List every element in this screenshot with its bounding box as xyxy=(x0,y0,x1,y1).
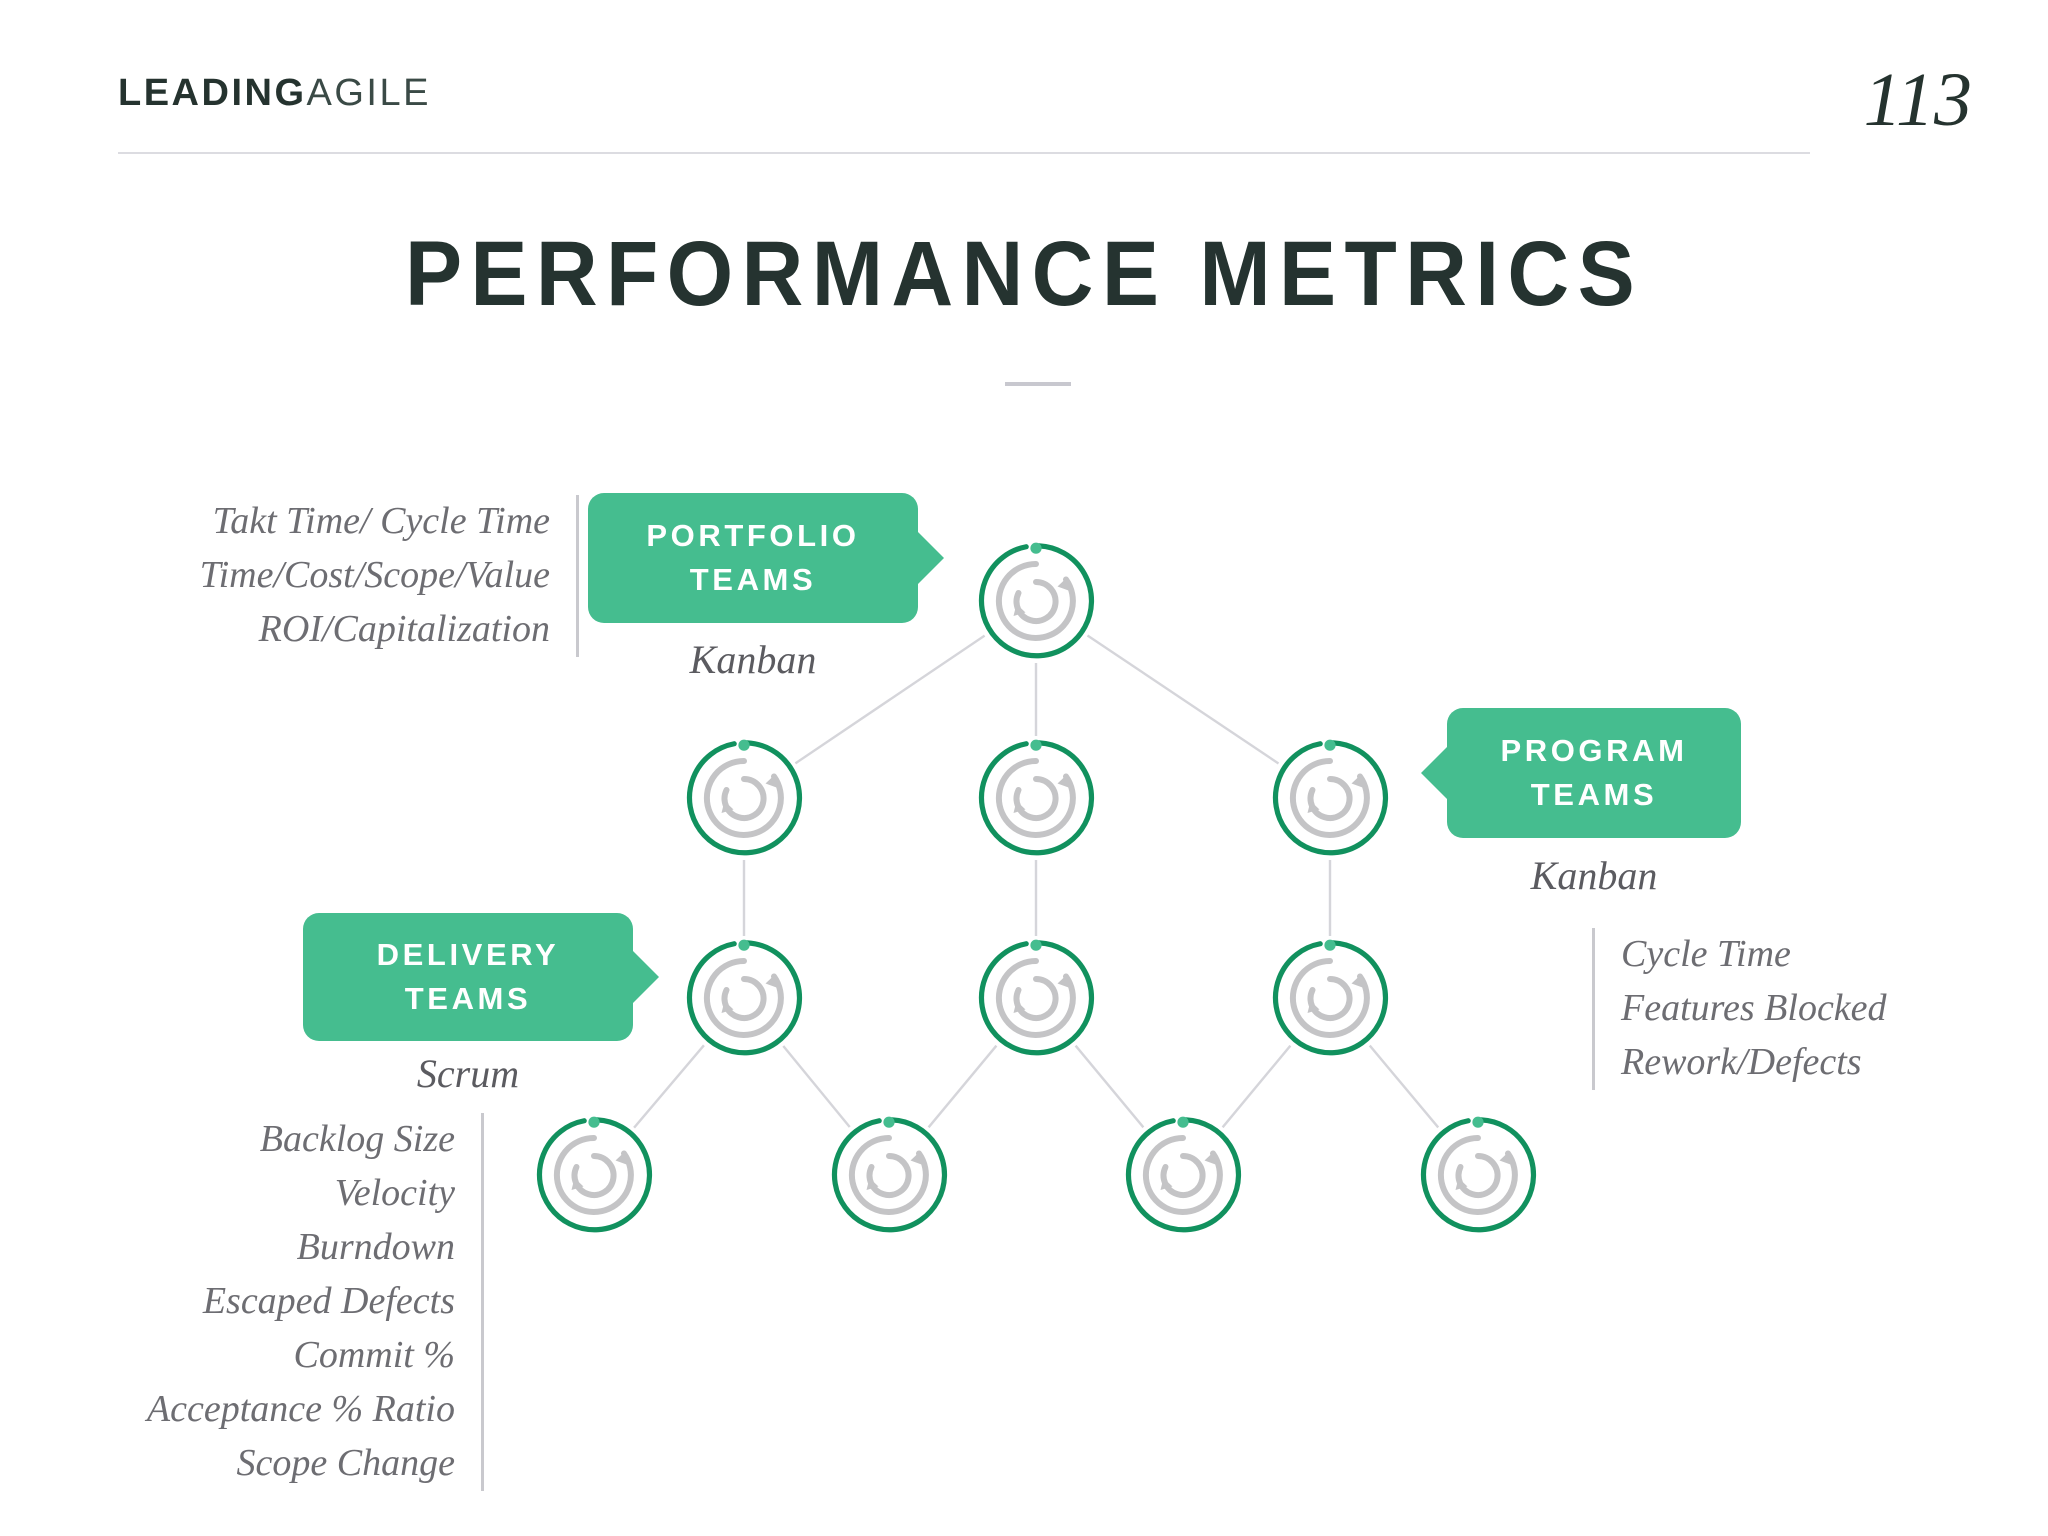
callout-portfolio-line2: TEAMS xyxy=(689,562,817,597)
team-node-cycle-icon[interactable] xyxy=(685,739,803,857)
callout-portfolio-teams[interactable]: PORTFOLIO TEAMS xyxy=(588,493,944,623)
cycle-icon xyxy=(536,1116,653,1233)
metric-item: Features Blocked xyxy=(1621,986,1887,1029)
metric-item: Cycle Time xyxy=(1621,933,1791,975)
team-node-cycle-icon[interactable] xyxy=(1271,739,1389,857)
connector-line xyxy=(927,1044,998,1129)
metric-item: Scope Change xyxy=(236,1441,455,1484)
team-node-cycle-icon[interactable] xyxy=(535,1116,653,1234)
metric-list-portfolio: Takt Time/ Cycle Time Time/Cost/Scope/Va… xyxy=(100,495,579,657)
metric-item: Burndown xyxy=(296,1225,455,1268)
page-number: 113 xyxy=(1863,58,1972,142)
cycle-icon xyxy=(978,542,1095,659)
cycle-icon xyxy=(1420,1116,1537,1233)
team-node-cycle-icon[interactable] xyxy=(1419,1116,1537,1234)
logo-light-text: AGILE xyxy=(306,72,431,114)
connector-line xyxy=(1221,1044,1292,1129)
callout-delivery-line2: TEAMS xyxy=(404,981,532,1016)
connector-line xyxy=(1368,1044,1440,1129)
connector-line xyxy=(633,1044,705,1129)
team-node-cycle-icon[interactable] xyxy=(977,739,1095,857)
cycle-icon xyxy=(686,739,803,856)
metric-list-delivery: Backlog Size Velocity Burndown Escaped D… xyxy=(80,1113,484,1491)
callout-tail-right-icon xyxy=(632,950,659,1004)
method-label-delivery: Scrum xyxy=(416,1051,520,1096)
connector-line xyxy=(1074,1044,1145,1129)
metric-item: ROI/Capitalization xyxy=(258,607,550,650)
cycle-icon xyxy=(978,739,1095,856)
metric-item: Rework/Defects xyxy=(1621,1040,1862,1083)
team-node-cycle-icon[interactable] xyxy=(977,939,1095,1057)
callout-program-line2: TEAMS xyxy=(1530,777,1658,812)
callout-tail-right-icon xyxy=(917,531,944,585)
cycle-icon xyxy=(978,939,1095,1056)
leadingagile-logo: LEADINGAGILE xyxy=(118,72,431,115)
team-node-cycle-icon[interactable] xyxy=(830,1116,948,1234)
metric-item: Velocity xyxy=(334,1171,455,1214)
team-node-cycle-icon[interactable] xyxy=(1124,1116,1242,1234)
metric-item: Acceptance % Ratio xyxy=(146,1387,455,1430)
team-node-cycle-icon[interactable] xyxy=(685,939,803,1057)
callout-program-line1: PROGRAM xyxy=(1500,732,1688,768)
team-node-cycle-icon[interactable] xyxy=(1271,939,1389,1057)
title-underline-rule xyxy=(1005,382,1071,386)
page-header: LEADINGAGILE 113 xyxy=(0,0,2048,160)
connector-line xyxy=(782,1045,851,1128)
method-label-program: Kanban xyxy=(1530,853,1658,898)
callout-tail-left-icon xyxy=(1421,746,1448,800)
callout-delivery-teams[interactable]: DELIVERY TEAMS xyxy=(303,913,659,1041)
connector-line xyxy=(794,634,986,765)
metric-item: Time/Cost/Scope/Value xyxy=(199,553,550,596)
header-divider xyxy=(118,152,1810,154)
cycle-icon xyxy=(686,939,803,1056)
metric-item: Backlog Size xyxy=(259,1118,455,1160)
cycle-icon xyxy=(831,1116,948,1233)
connector-line xyxy=(1086,634,1280,765)
metric-item: Takt Time/ Cycle Time xyxy=(212,500,550,542)
metric-item: Commit % xyxy=(293,1333,456,1376)
method-label-portfolio: Kanban xyxy=(689,637,817,682)
logo-bold-text: LEADING xyxy=(118,72,307,114)
team-node-cycle-icon[interactable] xyxy=(977,542,1095,660)
callout-program-teams[interactable]: PROGRAM TEAMS xyxy=(1421,708,1741,838)
cycle-icon xyxy=(1272,739,1389,856)
metric-list-program: Cycle Time Features Blocked Rework/Defec… xyxy=(1592,928,1981,1090)
callout-portfolio-line1: PORTFOLIO xyxy=(646,517,860,553)
metric-item: Escaped Defects xyxy=(202,1279,455,1322)
page-title: PERFORMANCE METRICS xyxy=(404,223,1644,325)
cycle-icon xyxy=(1272,939,1389,1056)
callout-delivery-line1: DELIVERY xyxy=(376,936,560,972)
cycle-icon xyxy=(1125,1116,1242,1233)
